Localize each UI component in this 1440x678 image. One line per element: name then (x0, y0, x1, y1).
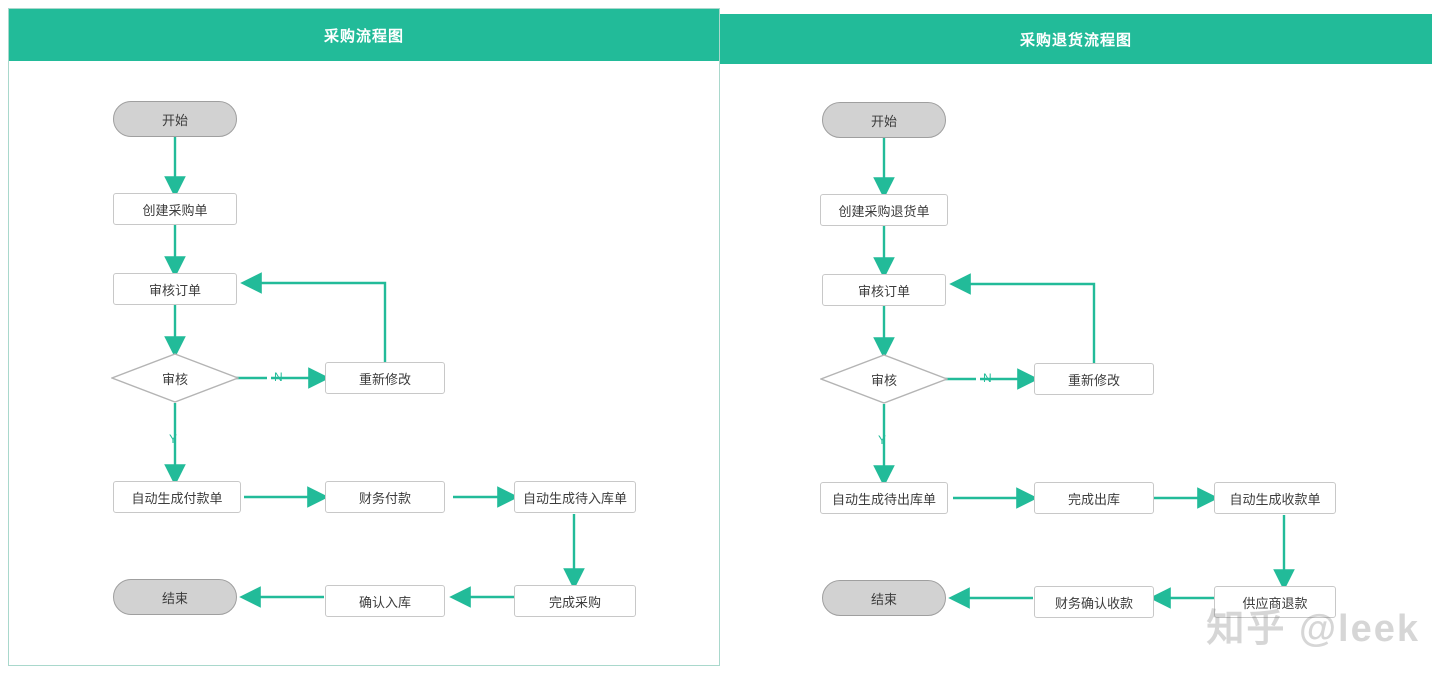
node-start[interactable]: 开始 (822, 102, 946, 138)
edge-label-yes: Y (878, 433, 887, 447)
node-auto-generate-pending-inbound-order-label: 自动生成待入库单 (522, 490, 627, 506)
node-end-label: 结束 (161, 590, 188, 606)
node-auto-generate-receipt-order-label: 自动生成收款单 (1229, 491, 1321, 507)
node-finance-payment[interactable]: 财务付款 (325, 481, 445, 513)
node-complete-purchase[interactable]: 完成采购 (514, 585, 636, 617)
edge-label-no: N (983, 371, 992, 385)
purchase-return-panel-body: 开始 创建采购退货单 审核订单 审核 N Y 重新修改 自动生成待出库单 (720, 66, 1432, 678)
node-review-order[interactable]: 审核订单 (113, 273, 237, 305)
purchase-panel-title: 采购流程图 (9, 9, 719, 61)
node-end-label: 结束 (870, 591, 897, 607)
node-remodify[interactable]: 重新修改 (325, 362, 445, 394)
node-create-purchase-return-order[interactable]: 创建采购退货单 (820, 194, 948, 226)
node-end[interactable]: 结束 (113, 579, 237, 615)
node-review-decision-label: 审核 (161, 371, 188, 387)
node-remodify-label: 重新修改 (358, 371, 411, 387)
node-supplier-refund-label: 供应商退款 (1242, 595, 1308, 611)
edge-label-no: N (274, 370, 283, 384)
node-auto-generate-pending-outbound-order-label: 自动生成待出库单 (831, 491, 936, 507)
node-confirm-inbound[interactable]: 确认入库 (325, 585, 445, 617)
node-review-order[interactable]: 审核订单 (822, 274, 946, 306)
purchase-panel-body: 开始 创建采购单 审核订单 审核 N Y 重新修改 自动生成付款单 (9, 61, 719, 665)
node-review-order-label: 审核订单 (148, 282, 201, 298)
purchase-flow-canvas: 开始 创建采购单 审核订单 审核 N Y 重新修改 自动生成付款单 (9, 61, 721, 667)
diamond-shape-icon (820, 354, 948, 404)
node-remodify[interactable]: 重新修改 (1034, 363, 1154, 395)
node-create-purchase-order-label: 创建采购单 (142, 202, 208, 218)
node-complete-outbound[interactable]: 完成出库 (1034, 482, 1154, 514)
purchase-return-flow-canvas: 开始 创建采购退货单 审核订单 审核 N Y 重新修改 自动生成待出库单 (720, 66, 1432, 672)
node-end[interactable]: 结束 (822, 580, 946, 616)
edge-label-yes: Y (169, 432, 178, 446)
node-auto-generate-payment-order[interactable]: 自动生成付款单 (113, 481, 241, 513)
node-finance-confirm-receipt-label: 财务确认收款 (1054, 595, 1133, 611)
node-start-label: 开始 (870, 113, 897, 129)
node-finance-confirm-receipt[interactable]: 财务确认收款 (1034, 586, 1154, 618)
node-start[interactable]: 开始 (113, 101, 237, 137)
node-auto-generate-pending-inbound-order[interactable]: 自动生成待入库单 (514, 481, 636, 513)
node-review-decision[interactable]: 审核 (111, 353, 239, 403)
node-auto-generate-payment-order-label: 自动生成付款单 (131, 490, 223, 506)
node-auto-generate-pending-outbound-order[interactable]: 自动生成待出库单 (820, 482, 948, 514)
node-confirm-inbound-label: 确认入库 (358, 594, 411, 610)
node-auto-generate-receipt-order[interactable]: 自动生成收款单 (1214, 482, 1336, 514)
node-finance-payment-label: 财务付款 (358, 490, 411, 506)
purchase-return-panel-title: 采购退货流程图 (720, 14, 1432, 64)
node-remodify-label: 重新修改 (1067, 372, 1120, 388)
node-create-purchase-order[interactable]: 创建采购单 (113, 193, 237, 225)
diamond-shape-icon (111, 353, 239, 403)
node-complete-purchase-label: 完成采购 (548, 594, 601, 610)
node-start-label: 开始 (161, 112, 188, 128)
node-create-purchase-return-order-label: 创建采购退货单 (838, 203, 930, 219)
node-review-order-label: 审核订单 (857, 283, 910, 299)
purchase-flowchart-panel: 采购流程图 (8, 8, 720, 666)
node-review-decision-label: 审核 (870, 372, 897, 388)
node-complete-outbound-label: 完成出库 (1067, 491, 1120, 507)
purchase-return-flowchart-panel: 采购退货流程图 (720, 14, 1432, 678)
node-supplier-refund[interactable]: 供应商退款 (1214, 586, 1336, 618)
purchase-return-flow-connectors (873, 138, 1295, 609)
node-review-decision[interactable]: 审核 (820, 354, 948, 404)
